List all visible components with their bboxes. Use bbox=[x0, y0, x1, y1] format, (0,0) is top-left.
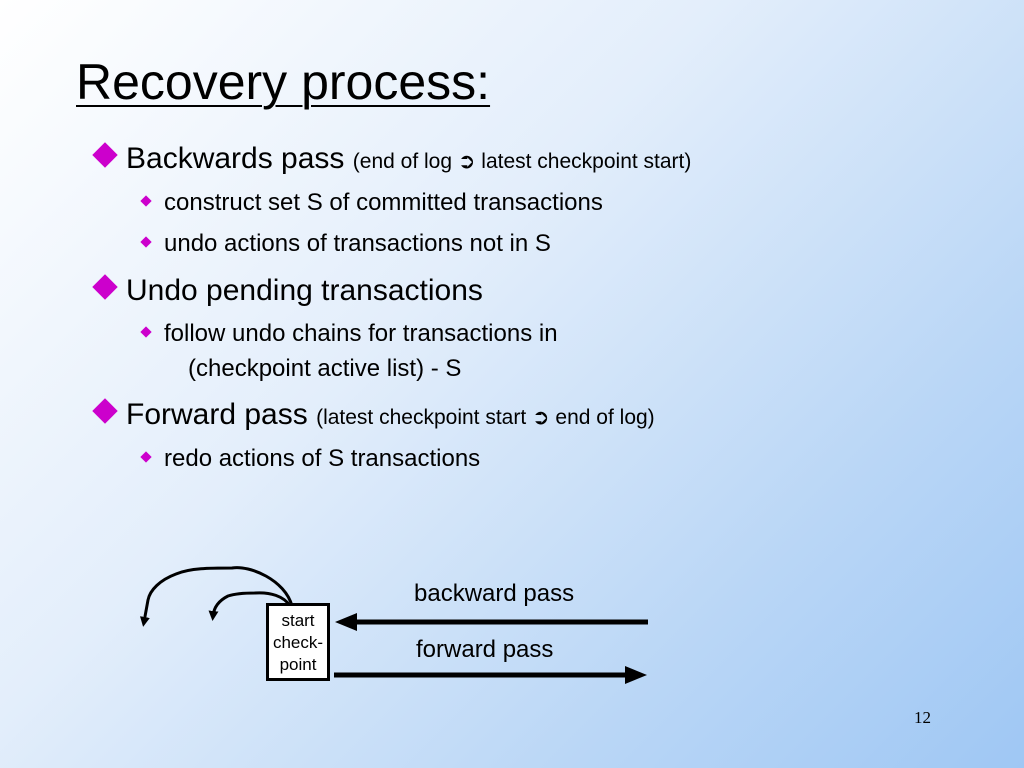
sub-bullet-text: construct set S of committed transaction… bbox=[164, 189, 603, 216]
forward-pass-label: forward pass bbox=[416, 636, 554, 663]
start-checkpoint-box: start check- point bbox=[266, 603, 330, 681]
sub-bullet-text: (checkpoint active list) - S bbox=[188, 355, 462, 382]
bullet-main-text: Forward pass bbox=[126, 398, 308, 431]
sub-bullet-continuation: (checkpoint active list) - S bbox=[188, 354, 461, 384]
bullet-main-text: Backwards pass bbox=[126, 142, 345, 175]
bullet-backwards-pass: Backwards pass (end of log ➲ latest chec… bbox=[90, 141, 691, 180]
sub-bullet-text: follow undo chains for transactions in bbox=[164, 320, 558, 347]
bullet-paren-text: (end of log ➲ latest checkpoint start) bbox=[352, 150, 692, 173]
backward-pass-label: backward pass bbox=[414, 580, 575, 607]
box-line: point bbox=[279, 655, 317, 674]
slide-title: Recovery process: bbox=[76, 54, 491, 110]
box-line: start bbox=[281, 611, 315, 630]
sub-bullet-text: redo actions of S transactions bbox=[164, 445, 481, 472]
box-line: check- bbox=[272, 633, 324, 652]
bullet-forward-pass: Forward pass (latest checkpoint start ➲ … bbox=[90, 397, 655, 436]
undo-chain-arrow-outer bbox=[139, 566, 294, 627]
bullet-paren-text: (latest checkpoint start ➲ end of log) bbox=[316, 406, 655, 429]
sub-bullet: redo actions of S transactions bbox=[140, 444, 480, 474]
sub-bullet-text: undo actions of transactions not in S bbox=[164, 230, 551, 257]
sub-bullet: undo actions of transactions not in S bbox=[140, 229, 551, 259]
bullet-main-text: Undo pending transactions bbox=[126, 274, 483, 307]
undo-chain-arrow-inner bbox=[208, 591, 292, 621]
page-number: 12 bbox=[914, 708, 931, 727]
sub-bullet: follow undo chains for transactions in bbox=[140, 319, 558, 349]
bullet-undo-pending: Undo pending transactions bbox=[90, 273, 483, 309]
sub-bullet: construct set S of committed transaction… bbox=[140, 188, 603, 218]
